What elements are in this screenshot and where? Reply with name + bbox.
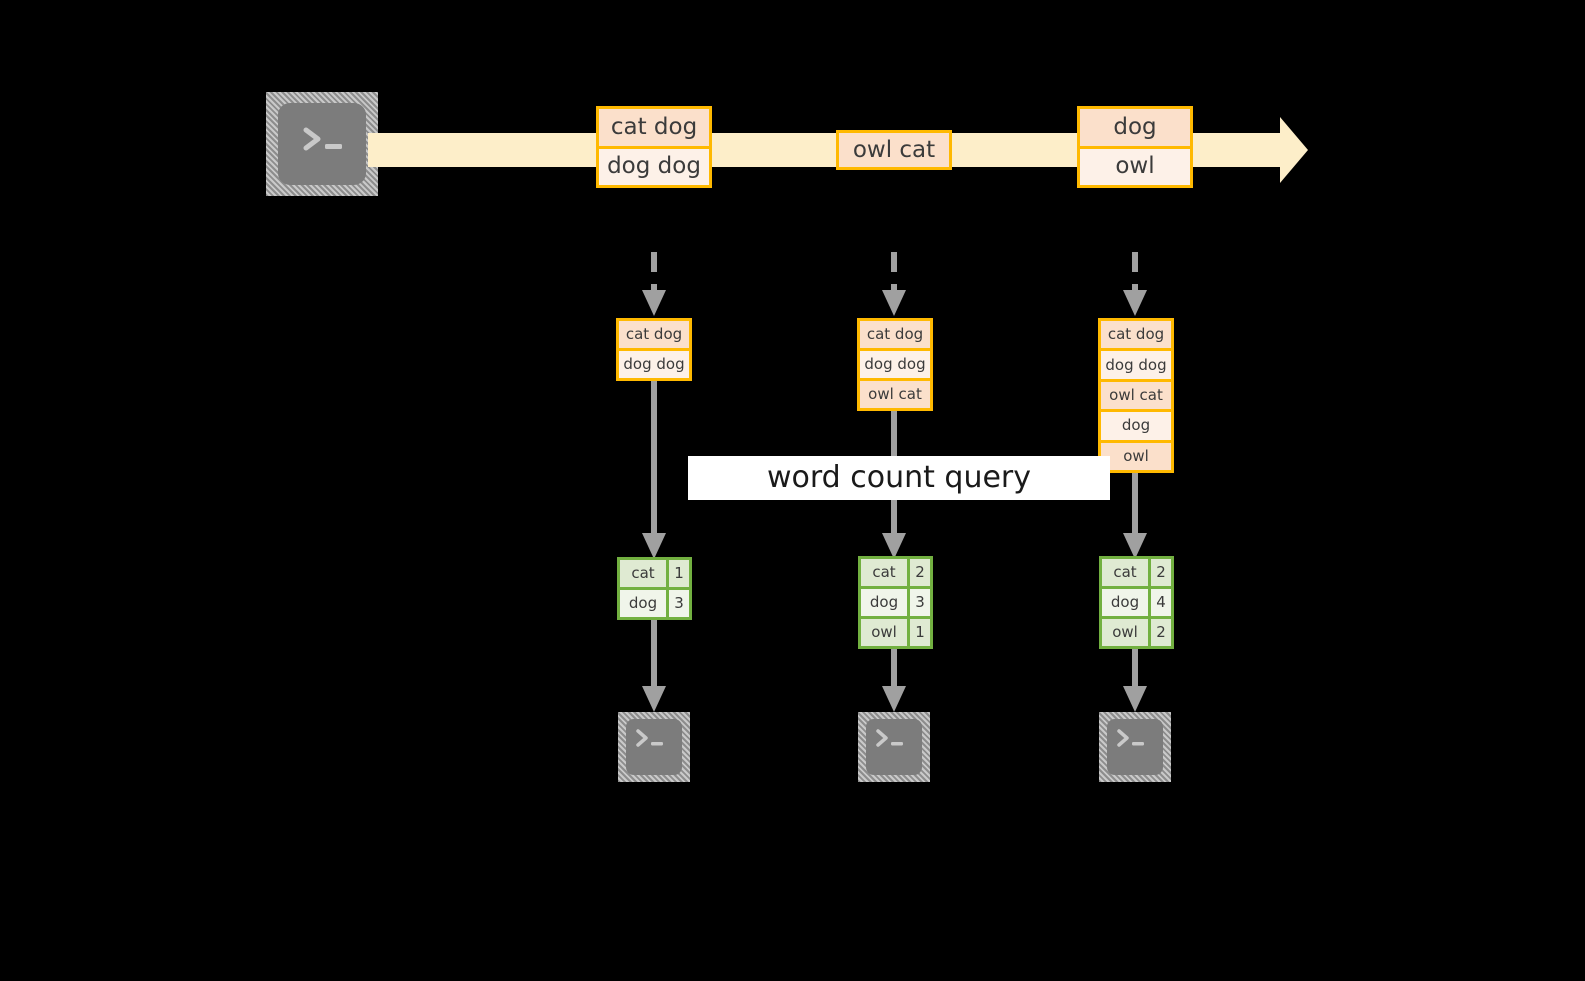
snapshot-record: cat dog bbox=[619, 321, 689, 348]
result-word: owl bbox=[1112, 623, 1138, 641]
result-word: cat bbox=[872, 563, 896, 581]
result-word: dog bbox=[869, 593, 899, 611]
snapshot-record: dog bbox=[1101, 409, 1171, 440]
snapshot-3-sink-terminal-icon bbox=[1099, 712, 1171, 782]
terminal-prompt-icon bbox=[876, 729, 903, 747]
result-count: 3 bbox=[907, 589, 930, 616]
snapshot-1-sink-connector bbox=[642, 620, 666, 712]
result-count: 2 bbox=[1148, 619, 1171, 646]
stream-record: dog dog bbox=[599, 145, 709, 185]
snapshot-record: dog dog bbox=[619, 348, 689, 378]
stream-record-group-1: cat dog dog dog bbox=[596, 106, 712, 188]
stream-timeline-arrowhead bbox=[1280, 117, 1308, 183]
table-row: owl 1 bbox=[861, 616, 930, 646]
result-word: dog bbox=[1110, 593, 1140, 611]
snapshot-2-dashed-connector bbox=[882, 252, 906, 316]
snapshot-3-dashed-connector bbox=[1123, 252, 1147, 316]
snapshot-record: cat dog bbox=[860, 321, 930, 348]
result-word: cat bbox=[631, 564, 655, 582]
source-terminal-icon bbox=[266, 92, 378, 196]
result-count: 2 bbox=[907, 559, 930, 586]
query-label: word count query bbox=[688, 456, 1110, 500]
terminal-prompt-icon bbox=[1117, 729, 1144, 747]
result-count: 1 bbox=[907, 619, 930, 646]
snapshot-1-input-records: cat dog dog dog bbox=[616, 318, 692, 381]
stream-record: owl cat bbox=[839, 133, 949, 167]
stream-record-group-3: dog owl bbox=[1077, 106, 1193, 188]
snapshot-2-sink-connector bbox=[882, 649, 906, 712]
snapshot-record: dog dog bbox=[1101, 348, 1171, 379]
snapshot-2-sink-terminal-icon bbox=[858, 712, 930, 782]
snapshot-record: cat dog bbox=[1101, 321, 1171, 349]
snapshot-record: dog dog bbox=[860, 348, 930, 378]
table-row: dog 3 bbox=[620, 587, 689, 617]
terminal-screen bbox=[626, 719, 682, 775]
result-count: 1 bbox=[666, 560, 689, 587]
result-word: owl bbox=[871, 623, 897, 641]
snapshot-record: owl cat bbox=[1101, 378, 1171, 410]
stream-record: cat dog bbox=[599, 109, 709, 146]
snapshot-2-input-records: cat dog dog dog owl cat bbox=[857, 318, 933, 411]
snapshot-1-result-table: cat 1 dog 3 bbox=[617, 557, 692, 620]
snapshot-3-query-connector bbox=[1123, 473, 1147, 559]
table-row: cat 2 bbox=[1102, 559, 1171, 586]
query-label-text: word count query bbox=[766, 460, 1032, 495]
terminal-screen bbox=[866, 719, 922, 775]
stream-record-group-2: owl cat bbox=[836, 130, 952, 170]
terminal-prompt-icon bbox=[303, 127, 342, 151]
table-row: dog 4 bbox=[1102, 586, 1171, 616]
stream-record: dog bbox=[1080, 109, 1190, 146]
result-count: 3 bbox=[666, 590, 689, 617]
terminal-screen bbox=[278, 103, 366, 185]
snapshot-3-sink-connector bbox=[1123, 649, 1147, 712]
result-count: 2 bbox=[1148, 559, 1171, 586]
snapshot-3-result-table: cat 2 dog 4 owl 2 bbox=[1099, 556, 1174, 649]
snapshot-1-dashed-connector bbox=[642, 252, 666, 316]
table-row: owl 2 bbox=[1102, 616, 1171, 646]
snapshot-1-sink-terminal-icon bbox=[618, 712, 690, 782]
snapshot-2-result-table: cat 2 dog 3 owl 1 bbox=[858, 556, 933, 649]
terminal-screen bbox=[1107, 719, 1163, 775]
result-count: 4 bbox=[1148, 589, 1171, 616]
table-row: dog 3 bbox=[861, 586, 930, 616]
snapshot-3-input-records: cat dog dog dog owl cat dog owl bbox=[1098, 318, 1174, 473]
table-row: cat 2 bbox=[861, 559, 930, 586]
result-word: cat bbox=[1113, 563, 1137, 581]
snapshot-record: owl cat bbox=[860, 378, 930, 408]
snapshot-record: owl bbox=[1101, 439, 1171, 471]
terminal-prompt-icon bbox=[636, 729, 663, 747]
stream-record: owl bbox=[1080, 145, 1190, 185]
table-row: cat 1 bbox=[620, 560, 689, 587]
result-word: dog bbox=[628, 594, 658, 612]
snapshot-1-query-connector bbox=[642, 381, 666, 559]
